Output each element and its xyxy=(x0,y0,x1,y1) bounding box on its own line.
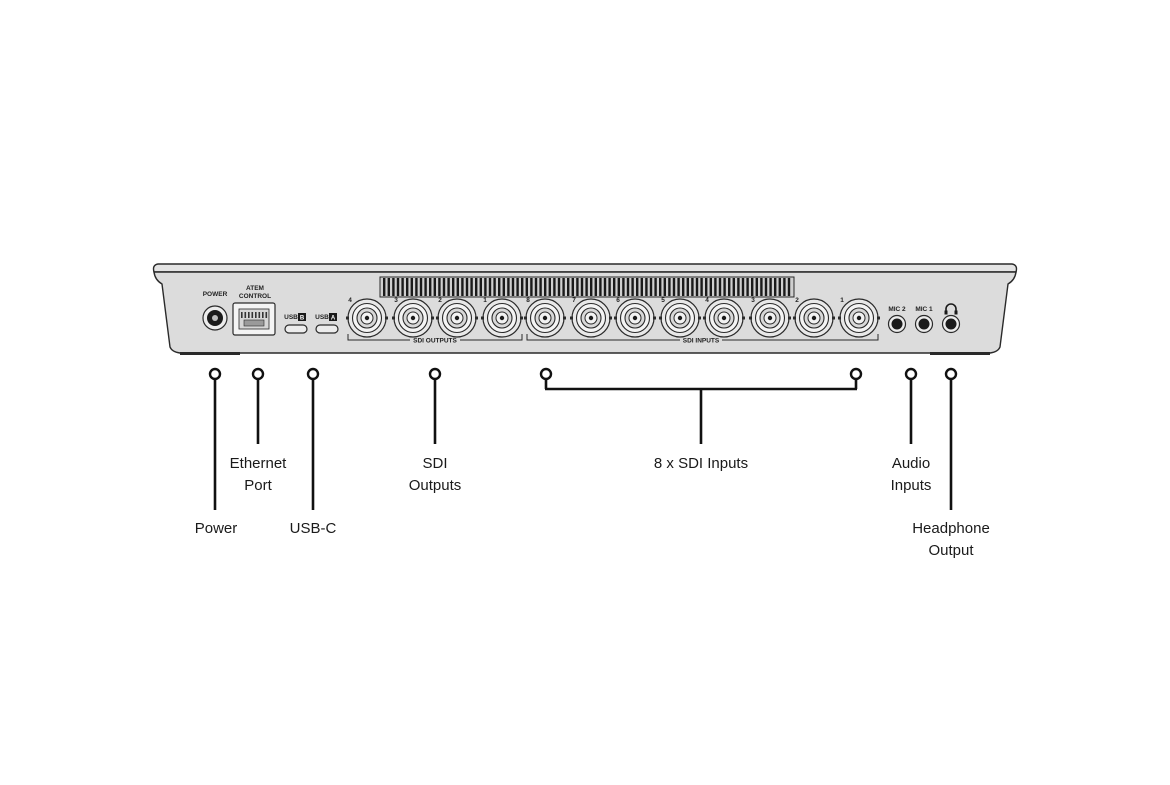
callout-sdi-inputs-text: 8 x SDI Inputs xyxy=(653,455,749,472)
sdi-connectors: 4 3 2 1 8 7 6 5 4 3 2 1 xyxy=(346,297,880,338)
chassis-top-lip xyxy=(152,263,1018,273)
callout-audio-inputs-line2: Inputs xyxy=(890,477,932,494)
sdi-input-number-4: 4 xyxy=(705,297,709,304)
sdi-output-number-1: 1 xyxy=(483,297,487,304)
callout-headphone-output: Headphone Output xyxy=(912,518,990,562)
sdi-outputs-bracket xyxy=(347,334,523,341)
sdi-output-number-3: 3 xyxy=(394,297,398,304)
sdi-inputs-group-label: SDI INPUTS xyxy=(683,338,720,345)
usb-c-port-b xyxy=(284,324,308,334)
mic1-jack xyxy=(914,314,934,334)
callout-ethernet-line2: Port xyxy=(244,477,272,494)
sdi-input-number-7: 7 xyxy=(572,297,576,304)
sdi-input-1-connector: 1 xyxy=(838,297,880,338)
sdi-input-3-connector: 3 xyxy=(749,297,791,338)
callout-line-usb-c xyxy=(306,367,320,510)
callout-headphone-line1: Headphone xyxy=(912,520,990,537)
callout-sdi-inputs: 8 x SDI Inputs xyxy=(654,453,748,475)
power-port xyxy=(202,305,228,331)
callout-line-audio-inputs xyxy=(904,367,918,444)
mic1-label: MIC 1 xyxy=(915,306,933,313)
usb-a-badge: A xyxy=(331,316,336,322)
callout-ethernet-port: Ethernet Port xyxy=(230,453,287,497)
usb-b-badge: B xyxy=(300,316,305,322)
callout-power-text: Power xyxy=(194,520,238,537)
sdi-input-8-connector: 8 xyxy=(524,297,566,338)
sdi-input-7-connector: 7 xyxy=(570,297,612,338)
mic2-jack xyxy=(887,314,907,334)
callout-line-ethernet xyxy=(251,367,265,444)
callout-ethernet-line1: Ethernet xyxy=(229,455,287,472)
callout-line-headphone xyxy=(944,367,958,510)
callout-sdi-outputs-line2: Outputs xyxy=(408,477,462,494)
sdi-output-2-connector: 2 xyxy=(436,297,478,338)
sdi-input-number-6: 6 xyxy=(616,297,620,304)
atem-control-label-line2: CONTROL xyxy=(239,293,271,300)
callout-usb-c: USB-C xyxy=(290,518,337,540)
sdi-input-number-2: 2 xyxy=(795,297,799,304)
callout-audio-inputs-line1: Audio xyxy=(891,455,931,472)
callout-power: Power xyxy=(195,518,238,540)
vent-grille xyxy=(379,276,795,298)
sdi-input-number-1: 1 xyxy=(840,297,844,304)
callout-line-sdi-outputs xyxy=(428,367,442,444)
usb-a-label: USB xyxy=(315,314,329,321)
sdi-input-5-connector: 5 xyxy=(659,297,701,338)
sdi-input-number-3: 3 xyxy=(751,297,755,304)
sdi-input-number-8: 8 xyxy=(526,297,530,304)
callout-audio-inputs: Audio Inputs xyxy=(891,453,932,497)
chassis-foot-right xyxy=(930,352,990,355)
headphone-icon xyxy=(944,303,958,315)
usb-b-label: USB xyxy=(284,314,298,321)
usb-c-port-a xyxy=(315,324,339,334)
callout-sdi-outputs: SDI Outputs xyxy=(409,453,462,497)
sdi-output-3-connector: 3 xyxy=(392,297,434,338)
sdi-output-number-4: 4 xyxy=(348,297,352,304)
sdi-input-2-connector: 2 xyxy=(793,297,835,338)
callout-headphone-line2: Output xyxy=(928,542,974,559)
sdi-input-number-5: 5 xyxy=(661,297,665,304)
sdi-outputs-group-label: SDI OUTPUTS xyxy=(413,338,457,345)
callout-line-power xyxy=(208,367,222,510)
atem-control-label-line1: ATEM xyxy=(246,285,264,292)
sdi-input-6-connector: 6 xyxy=(614,297,656,338)
power-port-label: POWER xyxy=(203,291,228,298)
sdi-output-4-connector: 4 xyxy=(346,297,388,338)
sdi-inputs-bracket xyxy=(526,334,879,341)
callout-sdi-outputs-line1: SDI xyxy=(422,455,448,472)
headphone-jack xyxy=(941,314,961,334)
chassis-foot-left xyxy=(180,352,240,355)
sdi-output-1-connector: 1 xyxy=(481,297,523,338)
mic2-label: MIC 2 xyxy=(888,306,906,313)
sdi-input-4-connector: 4 xyxy=(703,297,745,338)
ethernet-port xyxy=(232,302,276,336)
sdi-output-number-2: 2 xyxy=(438,297,442,304)
callout-line-sdi-inputs xyxy=(539,367,863,444)
callout-usb-c-text: USB-C xyxy=(289,520,337,537)
